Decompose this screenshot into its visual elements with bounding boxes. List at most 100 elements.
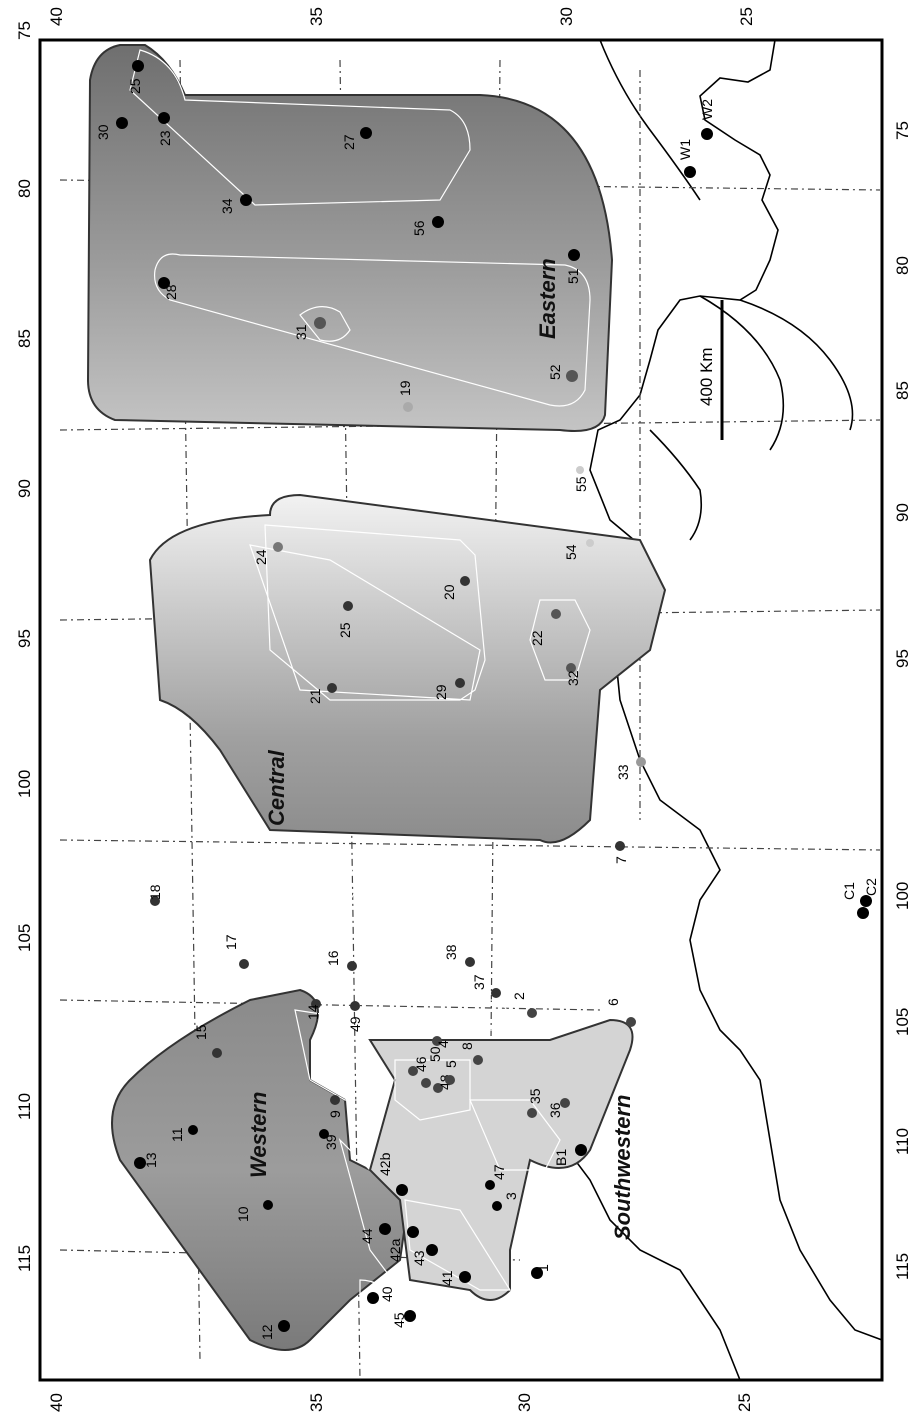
svg-text:110: 110	[893, 1128, 912, 1155]
svg-text:115: 115	[15, 1245, 34, 1272]
site-45: 45	[391, 1310, 416, 1328]
site-20: 20	[441, 576, 470, 600]
site-42a: 42a	[387, 1226, 419, 1262]
svg-text:21: 21	[307, 688, 323, 704]
svg-text:35: 35	[307, 1393, 326, 1412]
svg-text:50: 50	[427, 1046, 443, 1062]
site-56: 56	[411, 216, 444, 236]
svg-text:W2: W2	[699, 99, 715, 120]
svg-text:37: 37	[471, 974, 487, 990]
site-B1: B1	[553, 1144, 587, 1166]
site-13: 13	[134, 1152, 159, 1169]
svg-text:38: 38	[443, 944, 459, 960]
svg-text:15: 15	[193, 1024, 209, 1040]
svg-text:31: 31	[293, 324, 309, 340]
site-9: 9	[327, 1095, 343, 1118]
svg-text:36: 36	[547, 1102, 563, 1118]
svg-text:12: 12	[259, 1324, 275, 1340]
svg-text:55: 55	[573, 476, 589, 492]
axis-left: 115 110 105 100 95 90 85 80 75	[15, 21, 34, 1272]
svg-text:105: 105	[893, 1008, 912, 1036]
svg-text:25: 25	[127, 78, 143, 94]
svg-text:32: 32	[565, 670, 581, 686]
site-25: 25	[337, 601, 353, 638]
svg-text:W1: W1	[677, 139, 693, 160]
site-47: 47	[485, 1164, 507, 1190]
svg-text:85: 85	[893, 381, 912, 400]
svg-text:44: 44	[359, 1228, 375, 1244]
western-region	[111, 988, 421, 1351]
site-28: 28	[158, 277, 179, 300]
site-15: 15	[193, 1024, 222, 1058]
site-35: 35	[527, 1088, 543, 1118]
site-39: 39	[319, 1129, 339, 1150]
svg-text:5: 5	[443, 1060, 459, 1068]
site-12: 12	[259, 1320, 290, 1340]
svg-text:47: 47	[491, 1164, 507, 1180]
site-19: 19	[397, 380, 413, 412]
svg-text:C1: C1	[841, 882, 857, 900]
label-southwestern: Southwestern	[610, 1095, 635, 1240]
site-21: 21	[307, 683, 337, 704]
site-30: 30	[95, 117, 128, 140]
site-50: 50	[421, 1046, 443, 1088]
svg-text:35: 35	[307, 7, 326, 26]
site-46: 46	[408, 1056, 429, 1076]
svg-text:30: 30	[515, 1393, 534, 1412]
site-1: 1	[531, 1264, 551, 1279]
svg-text:42a: 42a	[387, 1238, 403, 1262]
site-10: 10	[235, 1200, 273, 1222]
svg-text:33: 33	[615, 764, 631, 780]
svg-text:6: 6	[605, 998, 621, 1006]
site-W1: W1	[677, 139, 696, 178]
svg-text:54: 54	[563, 544, 579, 560]
svg-text:1: 1	[535, 1264, 551, 1272]
svg-text:B1: B1	[553, 1149, 569, 1166]
svg-text:30: 30	[95, 124, 111, 140]
site-31: 31	[293, 317, 326, 340]
svg-text:100: 100	[893, 882, 912, 910]
site-C1: C1	[841, 882, 869, 919]
svg-text:25: 25	[735, 1393, 754, 1412]
svg-text:56: 56	[411, 220, 427, 236]
svg-text:34: 34	[219, 198, 235, 214]
site-26: 25	[127, 60, 144, 94]
sites: 25 30 23 27 34 56 28 31 51 52 19 W1 W2 2…	[95, 60, 879, 1340]
site-2: 2	[511, 992, 537, 1018]
svg-text:10: 10	[235, 1206, 251, 1222]
svg-text:52: 52	[547, 364, 563, 380]
axis-right: 75 80 85 90 95 100 105 110 115	[893, 121, 912, 1280]
axis-bottom: 40 35 30 25	[47, 1393, 754, 1412]
site-7: 7	[613, 841, 629, 864]
svg-text:30: 30	[557, 7, 576, 26]
svg-text:C2: C2	[863, 878, 879, 896]
central-region	[148, 493, 667, 1031]
site-3: 3	[492, 1192, 519, 1211]
svg-text:11: 11	[169, 1127, 185, 1142]
svg-text:8: 8	[459, 1042, 475, 1050]
svg-text:4: 4	[435, 1040, 451, 1048]
svg-text:75: 75	[15, 21, 34, 40]
svg-text:95: 95	[15, 629, 34, 648]
site-42b: 42b	[377, 1152, 408, 1196]
label-western: Western	[246, 1092, 271, 1178]
site-37: 37	[471, 974, 501, 998]
svg-text:85: 85	[15, 329, 34, 348]
eastern-region	[86, 44, 614, 432]
label-central: Central	[264, 749, 289, 826]
svg-text:13: 13	[143, 1152, 159, 1168]
svg-text:22: 22	[529, 630, 545, 646]
axis-top: 40 35 30 25	[47, 7, 756, 26]
svg-text:80: 80	[893, 256, 912, 275]
site-51: 51	[565, 249, 581, 284]
site-8: 8	[459, 1042, 483, 1065]
svg-text:29: 29	[433, 684, 449, 700]
site-14: 14	[305, 999, 321, 1020]
svg-text:75: 75	[893, 121, 912, 140]
svg-text:45: 45	[391, 1312, 407, 1328]
site-17: 17	[223, 934, 249, 969]
svg-text:110: 110	[15, 1093, 34, 1120]
svg-text:42b: 42b	[377, 1152, 393, 1176]
svg-text:24: 24	[253, 549, 269, 565]
site-55: 55	[573, 466, 589, 492]
